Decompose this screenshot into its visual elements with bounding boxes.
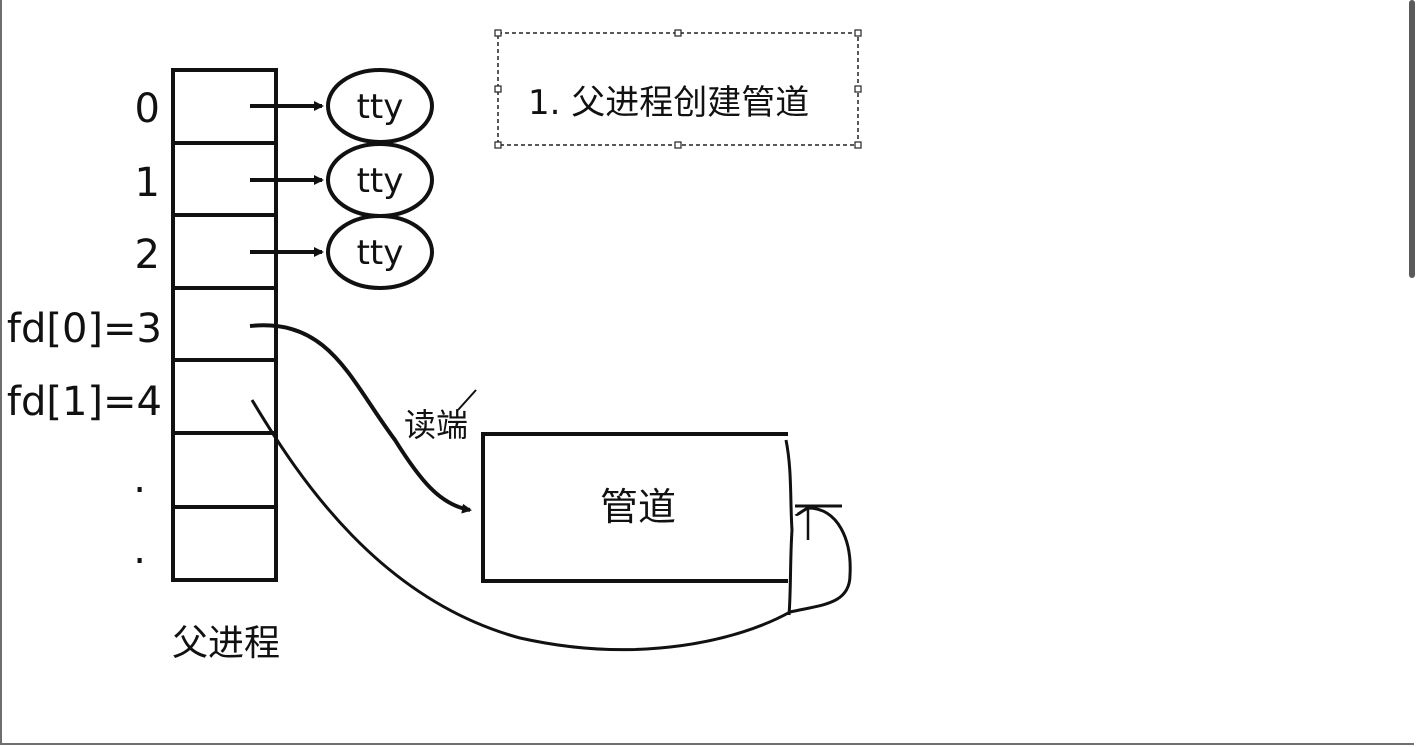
resize-handle[interactable] bbox=[674, 141, 682, 149]
resize-handle[interactable] bbox=[494, 85, 502, 93]
tty-label-1: tty bbox=[357, 161, 404, 201]
fd-label-3: fd[0]=3 bbox=[7, 306, 162, 352]
pipe-open-end bbox=[784, 439, 794, 616]
fd-label-dot: . bbox=[133, 527, 146, 573]
tty-arrows bbox=[250, 101, 324, 257]
resize-handle[interactable] bbox=[494, 141, 502, 149]
fd-label-2: 2 bbox=[135, 232, 160, 278]
write-end-curve bbox=[250, 399, 852, 652]
resize-handle[interactable] bbox=[674, 29, 682, 37]
fd-label-0: 0 bbox=[135, 86, 160, 132]
read-end-tick bbox=[457, 389, 477, 411]
read-end-curve bbox=[249, 323, 472, 514]
tty-nodes: tty tty tty bbox=[326, 68, 434, 290]
fd-label-dot: . bbox=[133, 456, 146, 502]
scrollbar-thumb[interactable] bbox=[1409, 0, 1415, 278]
read-end-label: 读端 bbox=[404, 406, 468, 444]
tty-label-0: tty bbox=[357, 87, 404, 127]
tty-ellipse bbox=[326, 214, 434, 290]
resize-handle[interactable] bbox=[854, 85, 862, 93]
fd-label-1: 1 bbox=[135, 160, 160, 206]
pipe-label: 管道 bbox=[600, 485, 676, 529]
fd-label-4: fd[1]=4 bbox=[7, 379, 162, 425]
resize-handle[interactable] bbox=[854, 141, 862, 149]
pipe bbox=[481, 432, 794, 616]
parent-process-label: 父进程 bbox=[172, 623, 280, 664]
resize-handle[interactable] bbox=[854, 29, 862, 37]
pipe-outline bbox=[481, 432, 788, 583]
caption-text: 1. 父进程创建管道 bbox=[528, 83, 809, 123]
fd-index-labels: 0 1 2 fd[0]=3 fd[1]=4 . . bbox=[7, 86, 162, 573]
caption-textbox[interactable]: 1. 父进程创建管道 bbox=[494, 29, 862, 149]
fd-table bbox=[171, 68, 278, 582]
tty-label-2: tty bbox=[357, 233, 404, 273]
resize-handle[interactable] bbox=[494, 29, 502, 37]
